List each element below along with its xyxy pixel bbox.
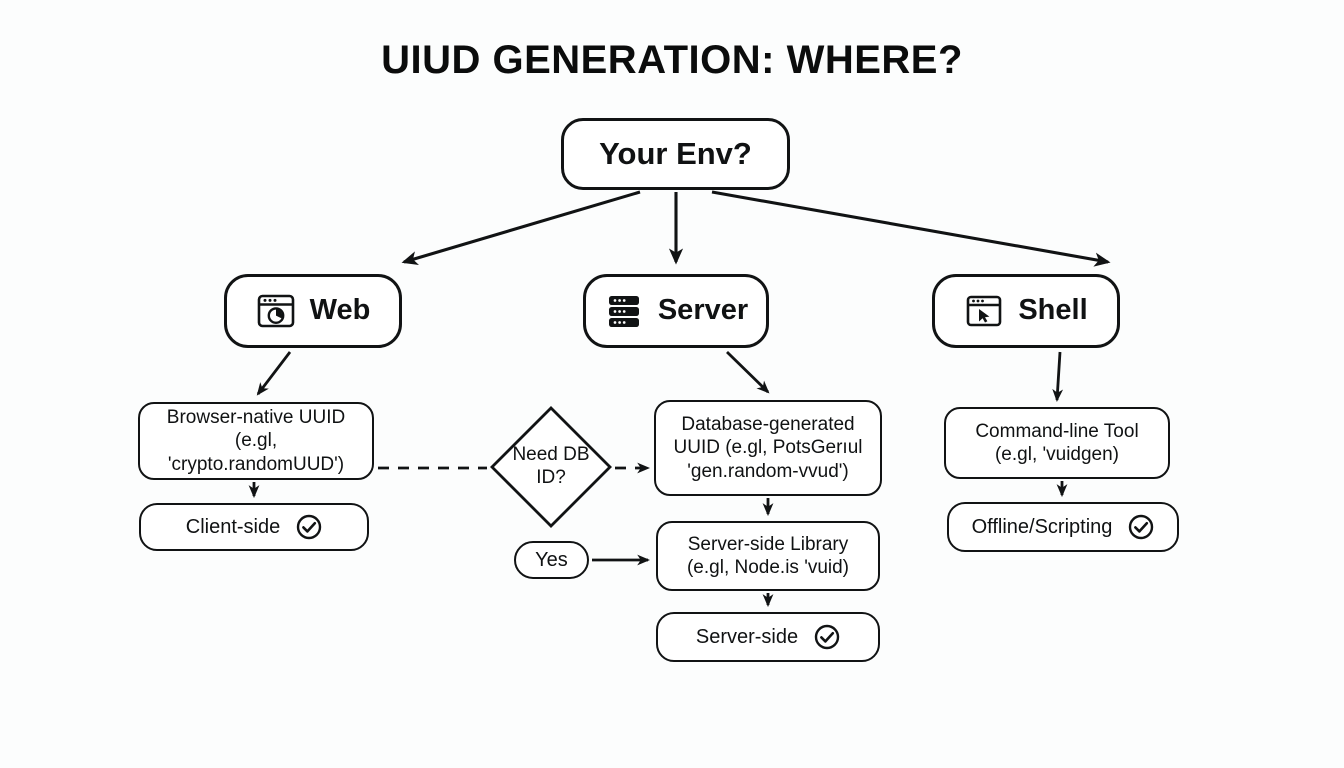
node-command-line-tool[interactable]: Command-line Tool (e.gl, 'vuidgen) <box>944 407 1170 479</box>
node-env-shell-label: Shell <box>1018 294 1088 327</box>
node-browser-native-uuid[interactable]: Browser-native UUID (e.gl, 'crypto.rando… <box>138 402 374 480</box>
node-offline-scripting-result-label: Offline/Scripting <box>971 515 1113 538</box>
node-env-shell[interactable]: Shell <box>932 274 1120 348</box>
node-need-db-id-line2: ID? <box>536 467 566 488</box>
node-browser-native-uuid-line1: Browser-native UUID <box>166 407 346 429</box>
edge-root-shell <box>711 190 1111 267</box>
node-command-line-tool-line1: Command-line Tool <box>975 420 1139 442</box>
node-need-db-id-text: Need DB ID? <box>489 405 613 529</box>
check-circle-icon <box>814 624 840 650</box>
node-env-server-label: Server <box>657 294 749 327</box>
edge-shell-cli <box>1052 351 1064 403</box>
node-database-generated-uuid-line1: Database-generated <box>681 414 855 436</box>
node-server-side-result-label: Server-side <box>695 625 799 648</box>
edge-web-browser <box>256 351 292 396</box>
node-need-db-id-decision[interactable]: Need DB ID? <box>489 405 613 529</box>
node-your-env-label: Your Env? <box>599 136 752 172</box>
node-database-generated-uuid[interactable]: Database-generated UUID (e.gl, PotsGerıu… <box>654 400 882 496</box>
node-server-side-library-line2: (e.gl, Node.is 'vuid) <box>686 557 850 578</box>
node-env-web-label: Web <box>309 294 371 327</box>
node-client-side-result[interactable]: Client-side <box>139 503 369 551</box>
node-browser-native-uuid-line2: (e.gl, 'crypto.randomUUD') <box>167 430 345 475</box>
node-command-line-tool-line2: (e.gl, 'vuidgen) <box>994 444 1120 465</box>
node-database-generated-uuid-line3: 'gen.random-vvud') <box>687 460 849 482</box>
check-circle-icon <box>1128 514 1154 540</box>
edge-label-yes-text: Yes <box>535 548 568 571</box>
node-server-side-library-line1: Server-side Library <box>687 533 849 555</box>
page-title: UIUD GENERATION: WHERE? <box>381 38 963 82</box>
node-client-side-result-label: Client-side <box>185 515 281 538</box>
edge-label-yes[interactable]: Yes <box>514 541 589 579</box>
diamond-shape <box>490 406 612 528</box>
browser-clock-icon <box>256 292 296 330</box>
node-offline-scripting-result[interactable]: Offline/Scripting <box>947 502 1179 552</box>
node-env-web[interactable]: Web <box>224 274 402 348</box>
window-cursor-icon <box>964 292 1004 330</box>
node-env-server[interactable]: Server <box>583 274 769 348</box>
server-rack-icon <box>604 292 644 330</box>
edge-root-web <box>401 190 641 265</box>
node-your-env[interactable]: Your Env? <box>561 118 790 190</box>
node-need-db-id-line1: Need DB <box>512 444 590 466</box>
node-server-side-result[interactable]: Server-side <box>656 612 880 662</box>
check-circle-icon <box>296 514 322 540</box>
node-database-generated-uuid-line2: UUID (e.gl, PotsGerıul <box>673 437 863 459</box>
edge-server-database <box>726 350 770 394</box>
node-server-side-library[interactable]: Server-side Library (e.gl, Node.is 'vuid… <box>656 521 880 591</box>
